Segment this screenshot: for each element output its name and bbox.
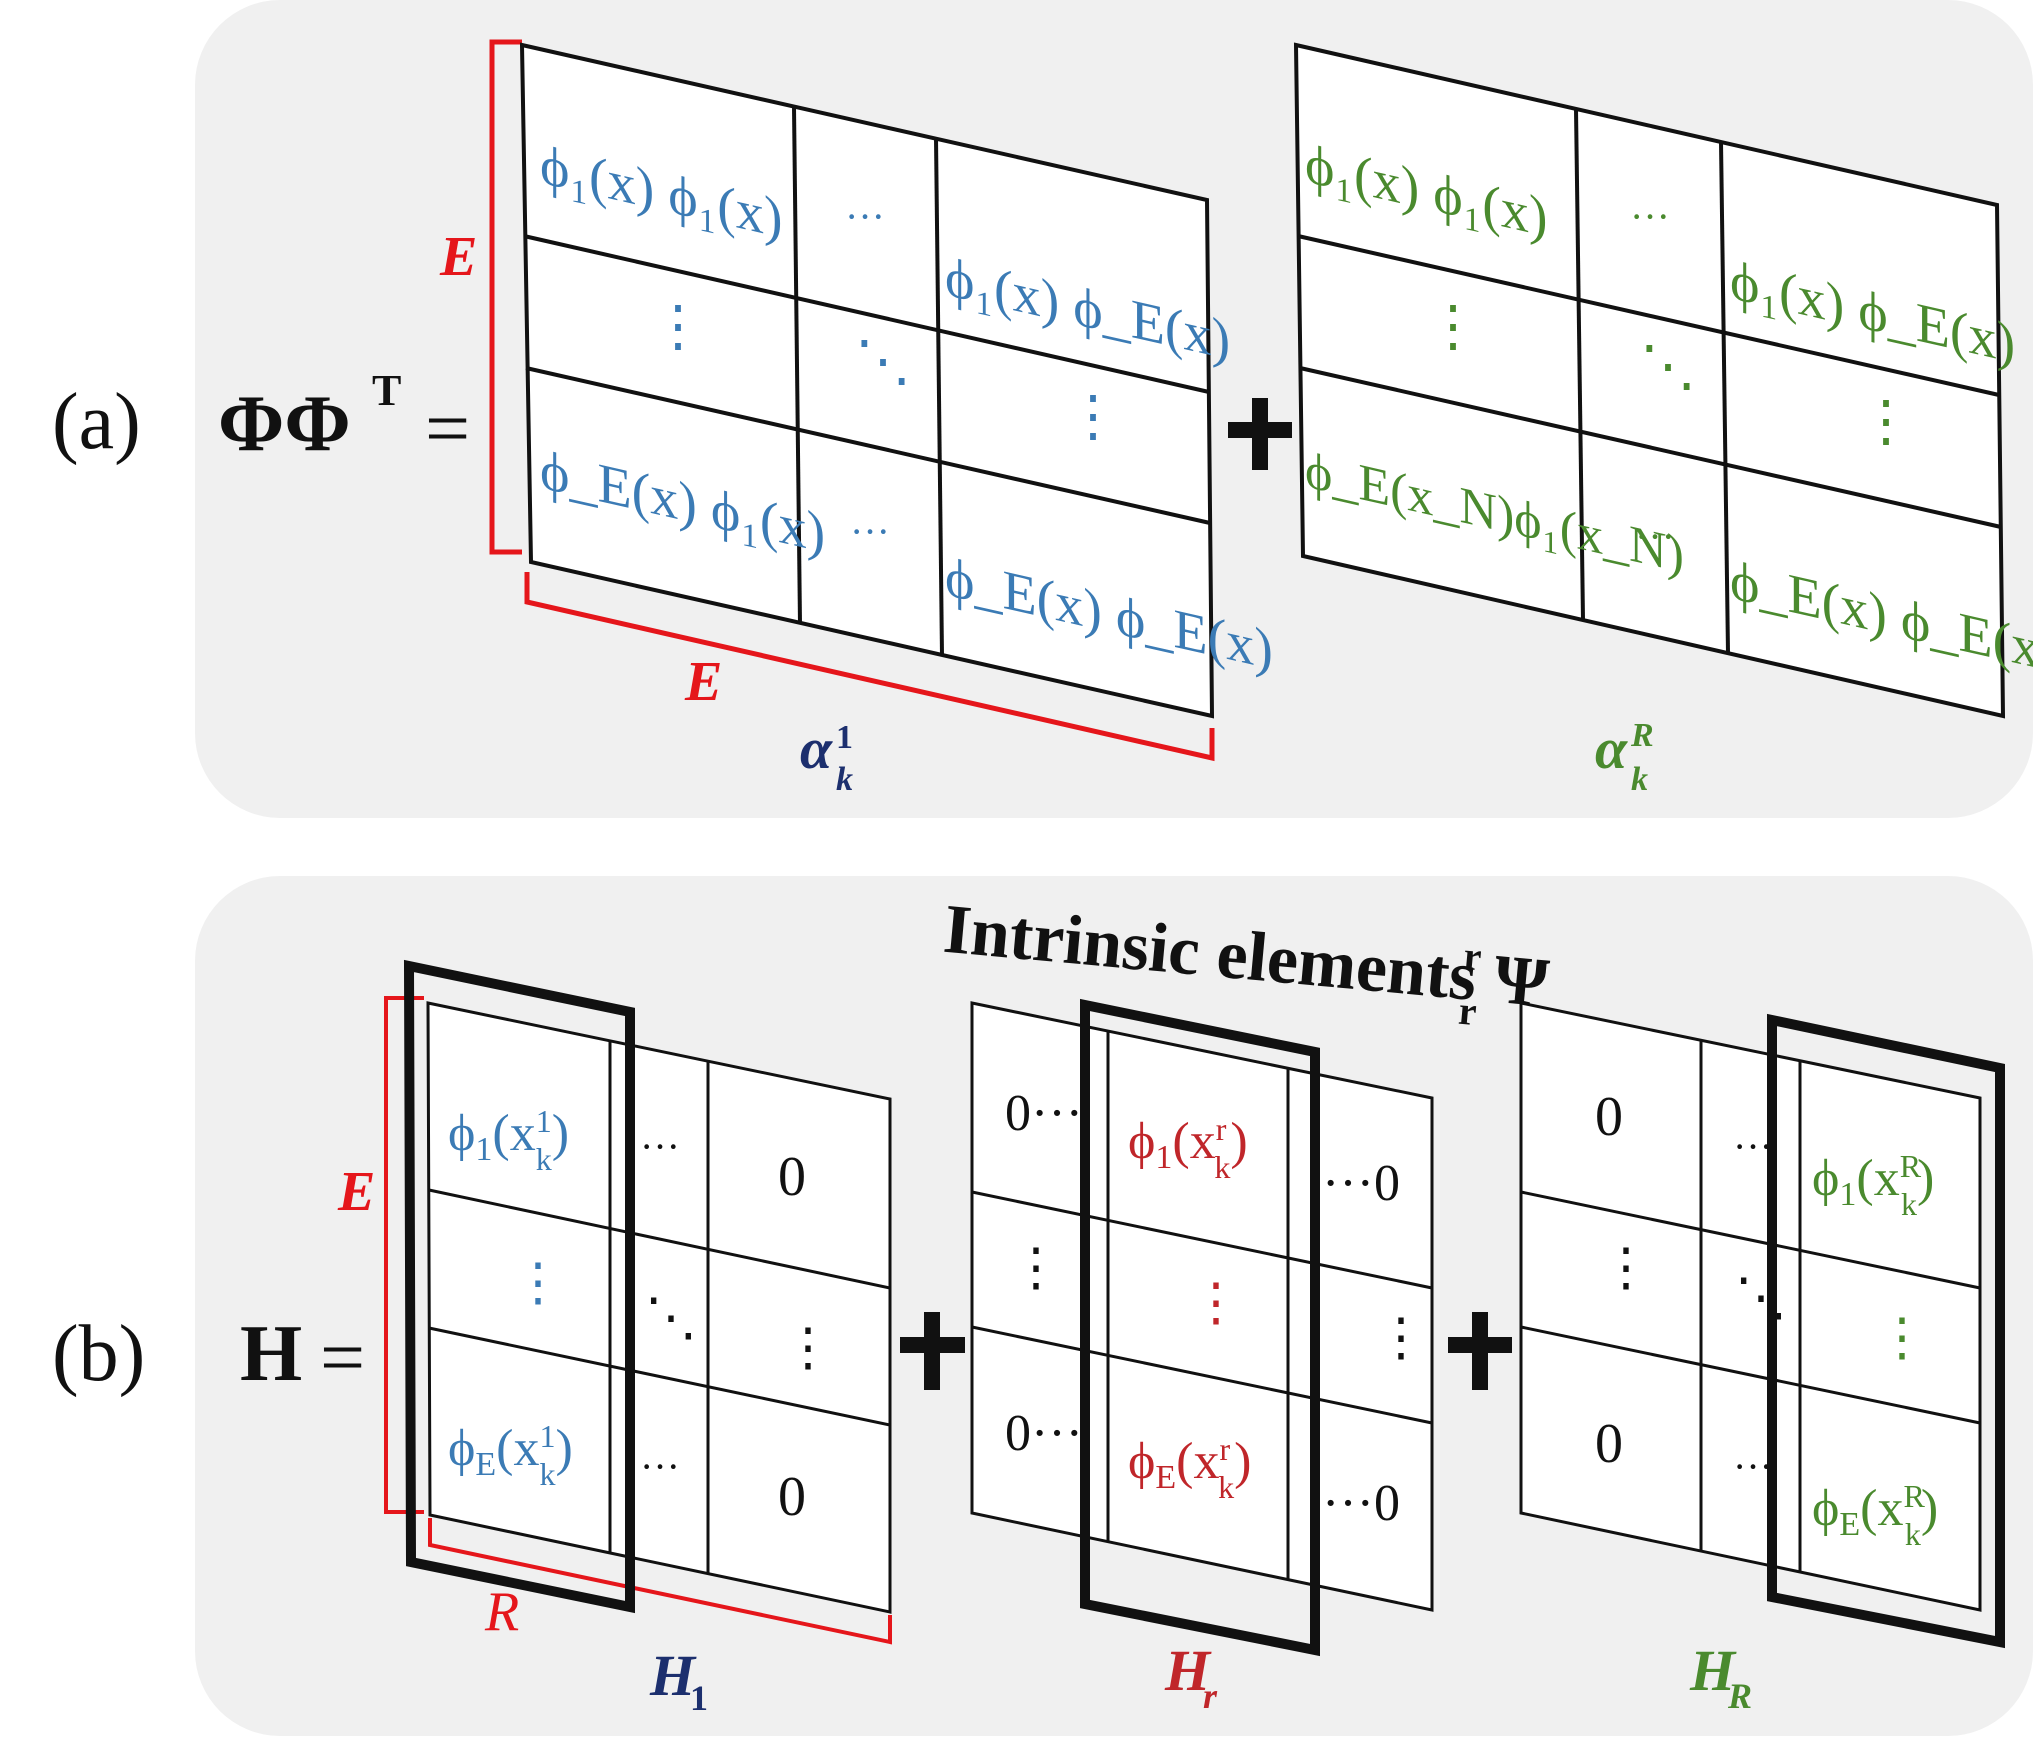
caption-hR-sub: R [1727, 1676, 1752, 1716]
cell-a2-r1c2: ··· [1630, 194, 1670, 239]
caption-h1-sub: 1 [690, 1678, 708, 1718]
cell-h1-r1c3: 0 [778, 1146, 806, 1208]
caption-alpha-1: α 1 k [800, 716, 853, 798]
h-symbol: H [240, 1310, 302, 1398]
caption-alpha-r-sup: R [1630, 717, 1654, 754]
caption-hr: H r [1164, 1638, 1218, 1716]
panel-a-lhs: ΦΦ T = [218, 366, 470, 473]
cell-h1-r2c2: ⋱ [645, 1290, 697, 1347]
cell-hR-r1c2: ··· [1733, 1124, 1773, 1169]
cell-h1-r2c3: ⋮ [782, 1320, 834, 1377]
cell-hR-r2c2: ⋱ [1735, 1270, 1787, 1327]
cell-hr-r3c3: ···0 [1322, 1475, 1400, 1532]
caption-alpha-1-sup: 1 [836, 719, 853, 756]
cell-hr-r2c3: ⋮ [1375, 1310, 1427, 1367]
size-label-e-cols-a: E [684, 651, 722, 713]
plus-sign-b1 [900, 1312, 965, 1390]
size-bracket-cols-b [428, 1518, 892, 1645]
cell-h1-r2c1: ⋮ [512, 1255, 564, 1312]
cell-hR-r2c3: ⋮ [1876, 1310, 1928, 1367]
cell-h1-r1c2: ··· [640, 1124, 680, 1169]
intrinsic-title-sup: r [1462, 933, 1484, 979]
cell-a1-r2c2: ⋱ [855, 331, 911, 393]
cell-a1-r2c1: ⋮ [650, 296, 706, 358]
cell-hr-r3c1: 0··· [1005, 1405, 1083, 1462]
caption-h1: H 1 [649, 1643, 708, 1718]
size-bracket-cols-a [524, 572, 1215, 762]
cell-a1-r2c3: ⋮ [1065, 386, 1121, 448]
cell-hr-r1c1: 0··· [1005, 1085, 1083, 1142]
cell-a2-r2c3: ⋮ [1858, 391, 1914, 453]
matrix-h1 [426, 1001, 892, 1614]
caption-hr-symbol: H [1164, 1638, 1212, 1703]
caption-hR: H R [1689, 1638, 1752, 1716]
caption-h1-symbol: H [649, 1643, 697, 1708]
cell-hR-r3c1: 0 [1595, 1413, 1623, 1475]
size-bracket-rows-a [489, 39, 522, 555]
equals-sign-b: = [320, 1314, 365, 1402]
caption-alpha-r-symbol: α [1595, 716, 1628, 781]
caption-alpha-1-symbol: α [800, 716, 833, 781]
cell-hR-r1c1: 0 [1595, 1086, 1623, 1148]
cell-hr-r1c3: ···0 [1322, 1155, 1400, 1212]
intrinsic-title-sub: r [1457, 988, 1479, 1034]
plus-sign-a [1228, 398, 1292, 470]
cell-a2-r3c2: ··· [1635, 514, 1675, 559]
caption-alpha-1-sub: k [836, 761, 853, 798]
highlight-column-h1 [403, 959, 635, 1614]
cell-a2-r2c1: ⋮ [1425, 296, 1481, 358]
highlight-column-hR [1767, 1013, 2005, 1649]
phi-phi-symbol: ΦΦ [218, 380, 351, 468]
matrix-hR [1519, 1001, 1982, 1612]
equals-sign-a: = [425, 385, 470, 473]
cell-a1-r1c2: ··· [845, 194, 885, 239]
cell-hr-r2c2: ⋮ [1190, 1275, 1242, 1332]
panel-a-label: (a) [52, 378, 141, 466]
matrix-alpha-1 [519, 42, 1215, 719]
highlight-column-hr [1080, 998, 1320, 1657]
caption-hr-sub: r [1203, 1676, 1218, 1716]
size-label-e-rows-a: E [439, 226, 477, 288]
cell-h1-r3c2: ··· [640, 1444, 680, 1489]
size-label-r-cols-b: R [484, 1581, 519, 1643]
transpose-sup: T [372, 366, 401, 415]
cell-a2-r2c2: ⋱ [1640, 336, 1696, 398]
caption-alpha-r: α R k [1595, 716, 1654, 798]
cell-a1-r3c2: ··· [850, 509, 890, 554]
panel-b-label: (b) [52, 1310, 145, 1398]
caption-hR-symbol: H [1689, 1638, 1737, 1703]
cell-h1-r3c3: 0 [778, 1466, 806, 1528]
size-label-e-rows-b: E [337, 1161, 375, 1223]
caption-alpha-r-sub: k [1631, 761, 1648, 798]
plus-sign-b2 [1448, 1312, 1512, 1390]
cell-hR-r2c1: ⋮ [1600, 1240, 1652, 1297]
matrix-alpha-r [1293, 42, 2006, 719]
cell-hr-r2c1: ⋮ [1010, 1240, 1062, 1297]
cell-hR-r3c2: ··· [1733, 1444, 1773, 1489]
